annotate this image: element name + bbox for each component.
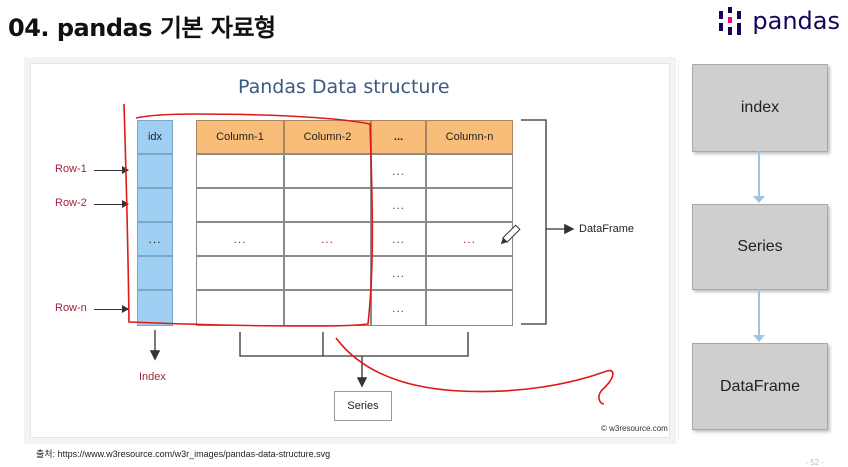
source-citation: 출처: https://www.w3resource.com/w3r_image… — [36, 449, 331, 459]
row-arrow — [94, 200, 129, 208]
diagram-title: Pandas Data structure — [238, 76, 450, 98]
column-header: Column-2 — [284, 120, 371, 154]
data-cell — [196, 256, 284, 290]
data-cell — [426, 188, 513, 222]
data-cell: ... — [284, 222, 371, 256]
row-label: Row-1 — [55, 163, 87, 175]
hierarchy-arrow — [753, 196, 765, 203]
data-cell — [426, 154, 513, 188]
dataframe-label: DataFrame — [579, 223, 635, 235]
data-cell: ... — [196, 222, 284, 256]
index-cell — [137, 188, 173, 222]
row-label: Row-2 — [55, 197, 87, 209]
data-cell — [284, 256, 371, 290]
data-cell — [196, 188, 284, 222]
hierarchy-box-index: index — [692, 64, 828, 152]
column-header: Column-n — [426, 120, 513, 154]
logo-text: pandas — [752, 7, 840, 35]
data-cell — [284, 188, 371, 222]
row-label: Row-n — [55, 302, 87, 314]
data-cell: ... — [371, 222, 426, 256]
series-label-box: Series — [334, 391, 392, 421]
index-cell — [137, 256, 173, 290]
index-cell — [137, 290, 173, 326]
data-cell: ... — [426, 222, 513, 256]
slide-title: 04. pandas 기본 자료형 — [8, 14, 276, 42]
hierarchy-connector — [758, 151, 760, 196]
hierarchy-box-series: Series — [692, 204, 828, 290]
data-cell — [426, 290, 513, 326]
data-cell: ... — [371, 256, 426, 290]
data-cell — [284, 154, 371, 188]
hierarchy-arrow — [753, 335, 765, 342]
column-header: Column-1 — [196, 120, 284, 154]
pandas-logo-icon — [719, 7, 742, 35]
pandas-logo: pandas — [718, 4, 840, 38]
index-label: Index — [139, 371, 166, 383]
page-number: - 52 - — [805, 458, 824, 467]
data-cell — [196, 154, 284, 188]
row-arrow — [94, 305, 129, 313]
index-cell — [137, 154, 173, 188]
copyright-text: © w3resource.com — [601, 424, 668, 433]
data-cell — [426, 256, 513, 290]
hierarchy-connector — [758, 289, 760, 335]
data-cell: ... — [371, 290, 426, 326]
data-cell: ... — [371, 188, 426, 222]
divider — [678, 60, 679, 440]
data-cell: ... — [371, 154, 426, 188]
index-ellipsis-cell: ... — [137, 222, 173, 256]
index-header-cell: idx — [137, 120, 173, 154]
column-header: ... — [371, 120, 426, 154]
hierarchy-box-dataframe: DataFrame — [692, 343, 828, 430]
